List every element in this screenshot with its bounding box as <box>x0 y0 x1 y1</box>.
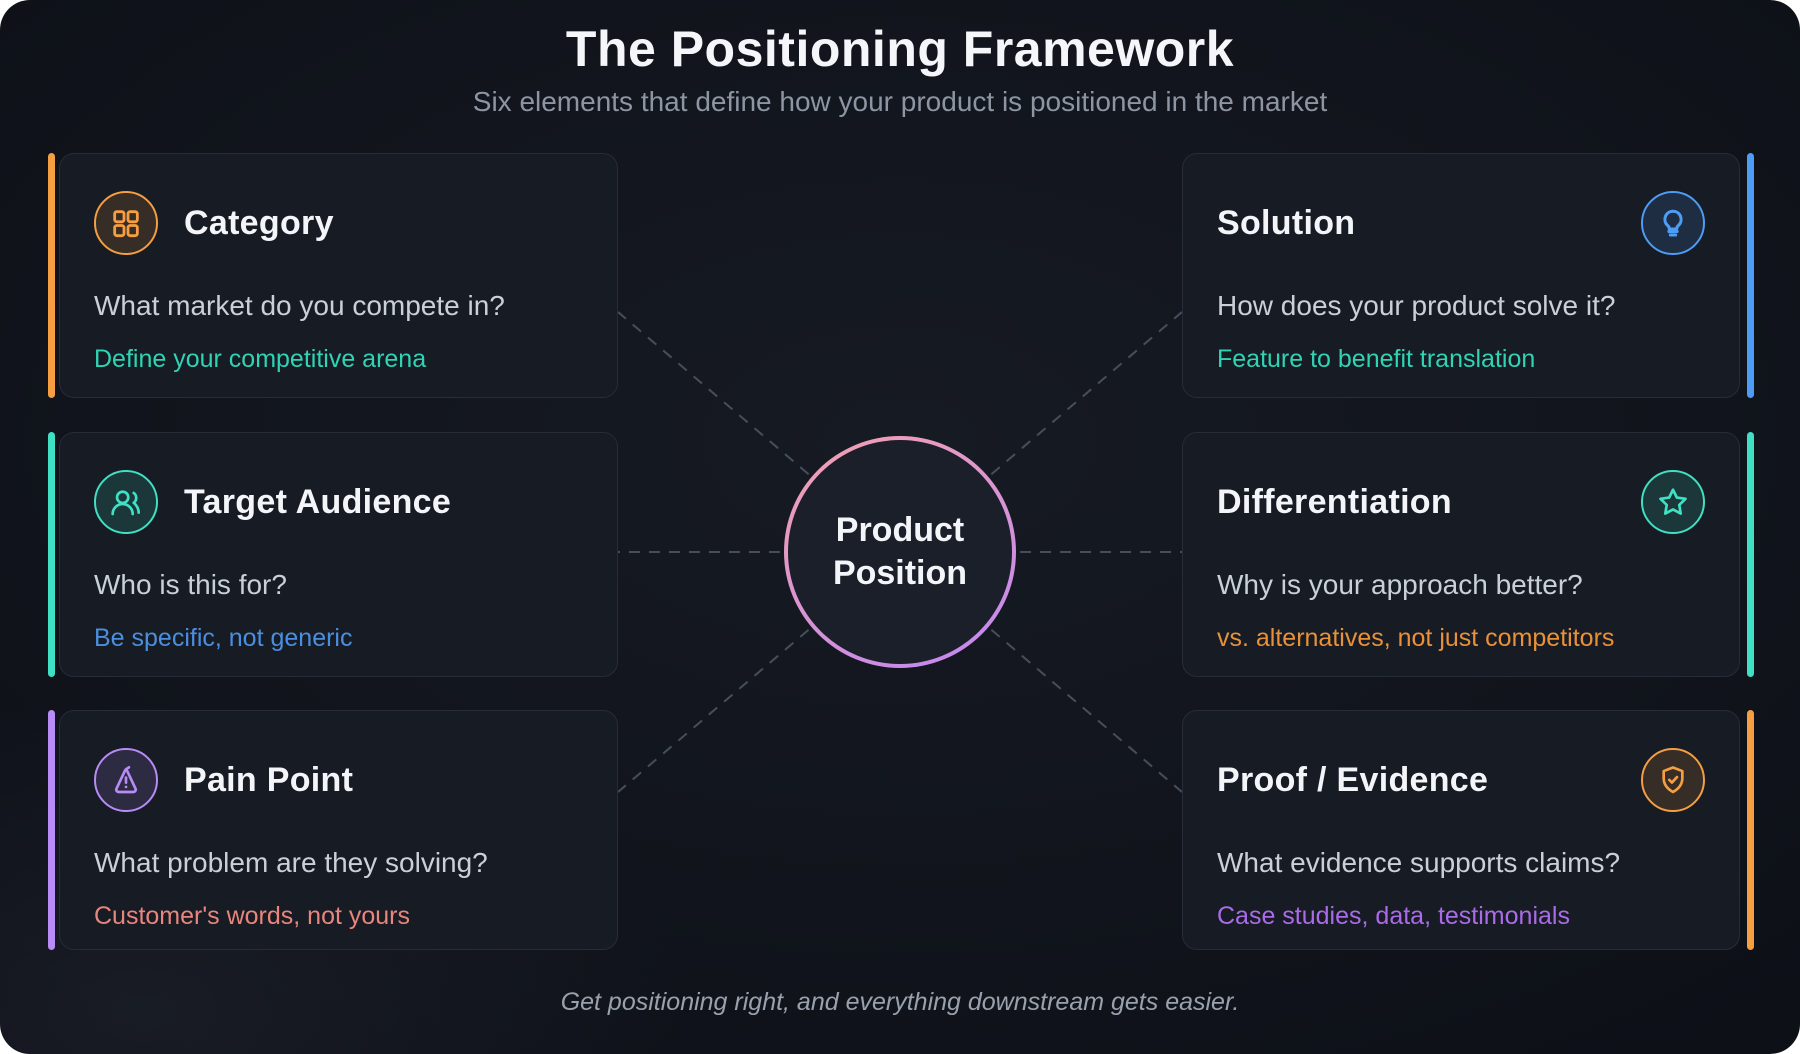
star-icon <box>1641 470 1705 534</box>
card-question: Why is your approach better? <box>1217 569 1583 600</box>
card-differentiation: Differentiation Why is your approach bet… <box>1182 432 1754 677</box>
card-note: Customer's words, not yours <box>94 902 410 930</box>
product-position-line2: Position <box>832 554 968 592</box>
card-title: Solution <box>1217 203 1356 242</box>
card-surface: Category What market do you compete in? … <box>59 153 618 398</box>
card-note: Case studies, data, testimonials <box>1217 902 1570 930</box>
page-title: The Positioning Framework <box>565 21 1235 77</box>
accent-bar <box>1747 432 1754 677</box>
page-subtitle: Six elements that define how your produc… <box>472 86 1328 117</box>
card-question: What market do you compete in? <box>94 290 505 321</box>
card-title: Proof / Evidence <box>1217 760 1489 799</box>
card-surface: Proof / Evidence What evidence supports … <box>1182 710 1740 950</box>
product-position-label: Product Position <box>788 440 1012 664</box>
footer-tagline: Get positioning right, and everything do… <box>560 988 1240 1016</box>
accent-bar <box>1747 153 1754 398</box>
card-proof-evidence: Proof / Evidence What evidence supports … <box>1182 710 1754 950</box>
card-question: How does your product solve it? <box>1217 290 1616 321</box>
grid-icon <box>94 191 158 255</box>
card-surface: Pain Point What problem are they solving… <box>59 710 618 950</box>
card-title: Differentiation <box>1217 482 1452 521</box>
card-surface: Target Audience Who is this for? Be spec… <box>59 432 618 677</box>
accent-bar <box>48 153 55 398</box>
card-target-audience: Target Audience Who is this for? Be spec… <box>46 432 618 677</box>
accent-bar <box>48 710 55 950</box>
flask-alert-icon <box>94 748 158 812</box>
lightbulb-icon <box>1641 191 1705 255</box>
accent-bar <box>1747 710 1754 950</box>
card-note: Be specific, not generic <box>94 624 353 652</box>
users-icon <box>94 470 158 534</box>
card-question: What problem are they solving? <box>94 847 488 878</box>
accent-bar <box>48 432 55 677</box>
card-note: Feature to benefit translation <box>1217 345 1536 373</box>
card-category: Category What market do you compete in? … <box>46 153 618 398</box>
card-surface: Solution How does your product solve it?… <box>1182 153 1740 398</box>
card-surface: Differentiation Why is your approach bet… <box>1182 432 1740 677</box>
card-title: Category <box>184 203 334 242</box>
product-position-line1: Product <box>835 510 965 549</box>
card-solution: Solution How does your product solve it?… <box>1182 153 1754 398</box>
card-pain-point: Pain Point What problem are they solving… <box>46 710 618 950</box>
card-title: Pain Point <box>184 760 354 799</box>
shield-check-icon <box>1641 748 1705 812</box>
card-title: Target Audience <box>184 482 452 521</box>
product-position-circle: Product Position <box>784 436 1016 668</box>
card-note: vs. alternatives, not just competitors <box>1217 624 1615 652</box>
card-question: Who is this for? <box>94 569 287 600</box>
card-question: What evidence supports claims? <box>1217 847 1621 878</box>
card-note: Define your competitive arena <box>94 345 427 373</box>
